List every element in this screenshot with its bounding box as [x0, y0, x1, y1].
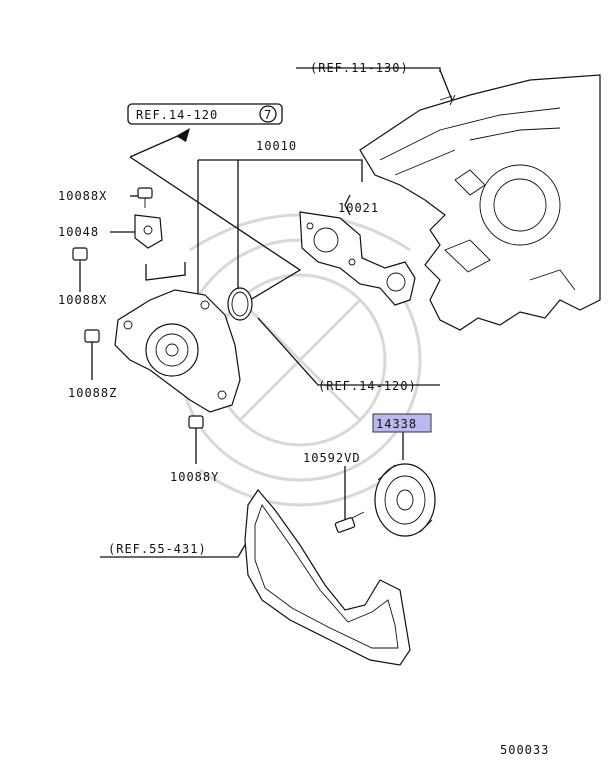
ref-14-120-top-label: REF.14-120 — [136, 108, 218, 122]
diagram-id: 500033 — [500, 743, 549, 757]
water-pump-10010 — [114, 289, 241, 413]
part-14338-highlight — [372, 413, 432, 433]
gasket-10021 — [299, 211, 416, 306]
bolt-10088x-top — [137, 187, 153, 208]
label-10088y[interactable]: 10088Y — [170, 470, 219, 484]
bolt-10088x-bottom — [72, 247, 88, 266]
bolt-10088z — [84, 329, 100, 352]
label-10048[interactable]: 10048 — [58, 225, 99, 239]
o-ring — [227, 287, 253, 321]
bracket-10048 — [134, 214, 163, 249]
label-ref-14-120-mid[interactable]: (REF.14-120) — [318, 379, 417, 393]
label-10010[interactable]: 10010 — [256, 139, 297, 153]
ref-circle-icon — [259, 105, 277, 123]
label-14338[interactable]: 14338 — [376, 417, 417, 431]
ref-14-120-box[interactable] — [127, 103, 283, 125]
engine-block — [359, 74, 601, 331]
ref-circle-number: 7 — [264, 108, 272, 122]
drive-belt — [244, 489, 411, 666]
bolt-10088y — [188, 415, 204, 440]
label-10021[interactable]: 10021 — [338, 201, 379, 215]
idler-pulley-14338 — [374, 463, 436, 537]
ref-arrow-icon — [176, 128, 190, 142]
label-ref-11-130[interactable]: (REF.11-130) — [310, 61, 409, 75]
leader-lines — [79, 67, 453, 558]
bolt-10592vd — [334, 511, 365, 533]
label-10088z[interactable]: 10088Z — [68, 386, 117, 400]
label-ref-55-431[interactable]: (REF.55-431) — [108, 542, 207, 556]
label-10592vd[interactable]: 10592VD — [303, 451, 361, 465]
label-10088x-bottom[interactable]: 10088X — [58, 293, 107, 307]
label-10088x-top[interactable]: 10088X — [58, 189, 107, 203]
